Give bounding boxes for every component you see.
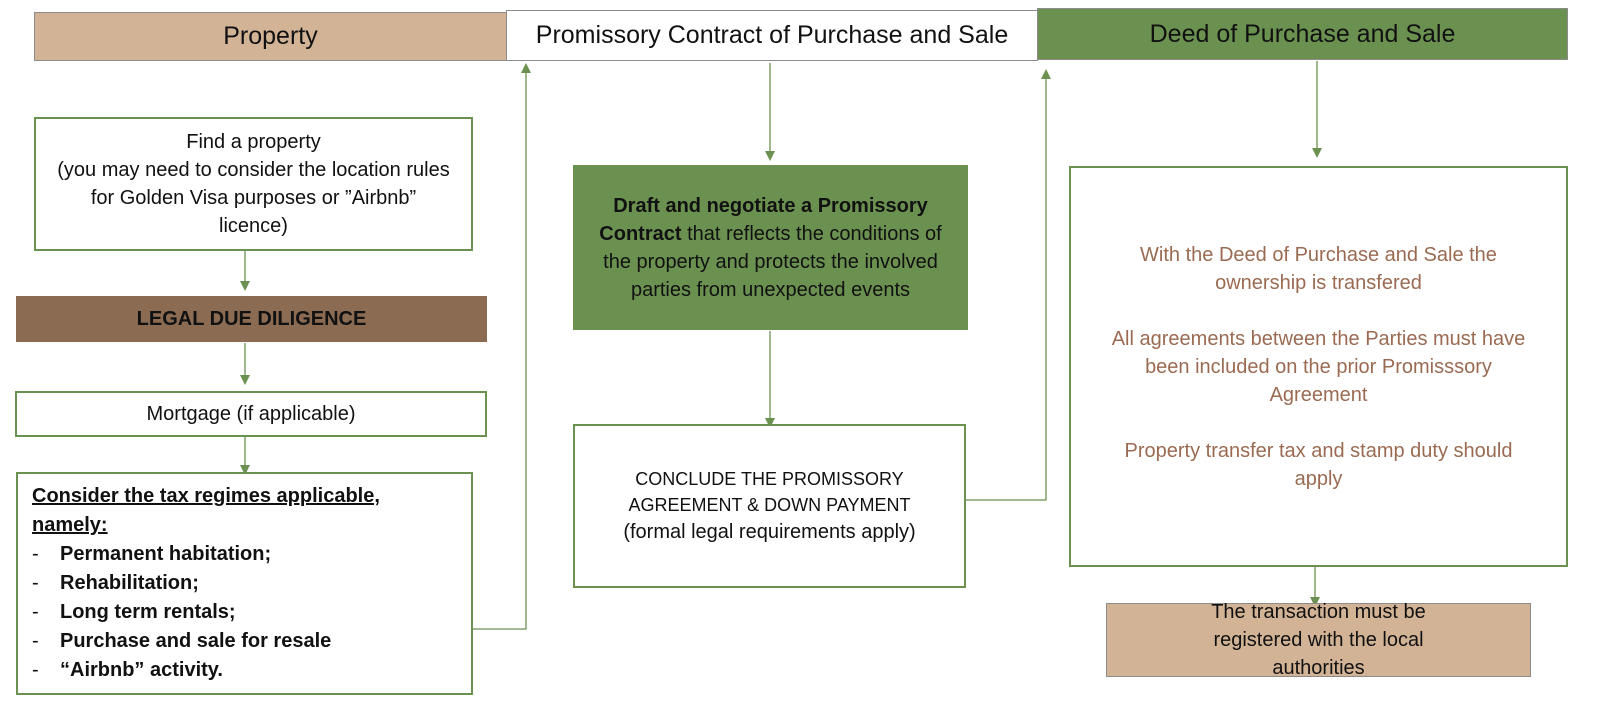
header-deed: Deed of Purchase and Sale xyxy=(1037,8,1568,60)
find-property-title: Find a property xyxy=(186,131,321,153)
register-transaction-label: The transaction must be registered with … xyxy=(1211,601,1426,679)
draft-contract-text: Draft and negotiate a Promissory Contrac… xyxy=(589,192,952,304)
tax-regimes-title: Consider the tax regimes applicable, nam… xyxy=(32,485,380,536)
deed-info-box: With the Deed of Purchase and Sale the o… xyxy=(1069,166,1568,567)
conclude-line-3: (formal legal requirements apply) xyxy=(623,521,916,543)
header-deed-label: Deed of Purchase and Sale xyxy=(1149,19,1456,48)
draft-contract-box: Draft and negotiate a Promissory Contrac… xyxy=(573,165,968,330)
header-property-label: Property xyxy=(223,22,318,50)
conclude-agreement-box: CONCLUDE THE PROMISSORY AGREEMENT & DOWN… xyxy=(573,424,966,588)
header-promissory: Promissory Contract of Purchase and Sale xyxy=(506,10,1038,61)
tax-regimes-list: -Permanent habitation; -Rehabilitation; … xyxy=(32,540,457,685)
find-property-box: Find a property (you may need to conside… xyxy=(34,117,473,251)
register-transaction-box: The transaction must be registered with … xyxy=(1106,601,1531,679)
arrow-tax-to-promissory xyxy=(472,63,531,630)
list-item: -“Airbnb” activity. xyxy=(32,659,223,681)
draft-contract-rest: that reflects the conditions of the prop… xyxy=(603,222,942,301)
arrow-conclude-to-deed xyxy=(966,69,1051,501)
conclude-line-2: AGREEMENT & DOWN PAYMENT xyxy=(628,495,911,515)
deed-info-tax: Property transfer tax and stamp duty sho… xyxy=(1124,439,1513,490)
list-item: -Permanent habitation; xyxy=(32,543,272,565)
list-item: -Rehabilitation; xyxy=(32,572,199,594)
legal-due-diligence-box: LEGAL DUE DILIGENCE xyxy=(16,296,487,342)
list-item: -Purchase and sale for resale xyxy=(32,630,332,652)
conclude-line-1: CONCLUDE THE PROMISSORY xyxy=(635,469,904,489)
deed-info-ownership: With the Deed of Purchase and Sale the o… xyxy=(1140,243,1497,294)
draft-contract-bold: Draft and negotiate a Promissory Contrac… xyxy=(599,194,928,245)
mortgage-label: Mortgage (if applicable) xyxy=(146,403,356,425)
mortgage-box: Mortgage (if applicable) xyxy=(15,391,487,437)
deed-info-agreements: All agreements between the Parties must … xyxy=(1111,327,1526,406)
header-promissory-label: Promissory Contract of Purchase and Sale xyxy=(535,21,1009,49)
header-property: Property xyxy=(34,12,507,61)
find-property-note: (you may need to consider the location r… xyxy=(57,159,450,237)
tax-regimes-box: Consider the tax regimes applicable, nam… xyxy=(16,472,473,695)
legal-due-diligence-label: LEGAL DUE DILIGENCE xyxy=(136,307,367,330)
list-item: -Long term rentals; xyxy=(32,601,236,623)
